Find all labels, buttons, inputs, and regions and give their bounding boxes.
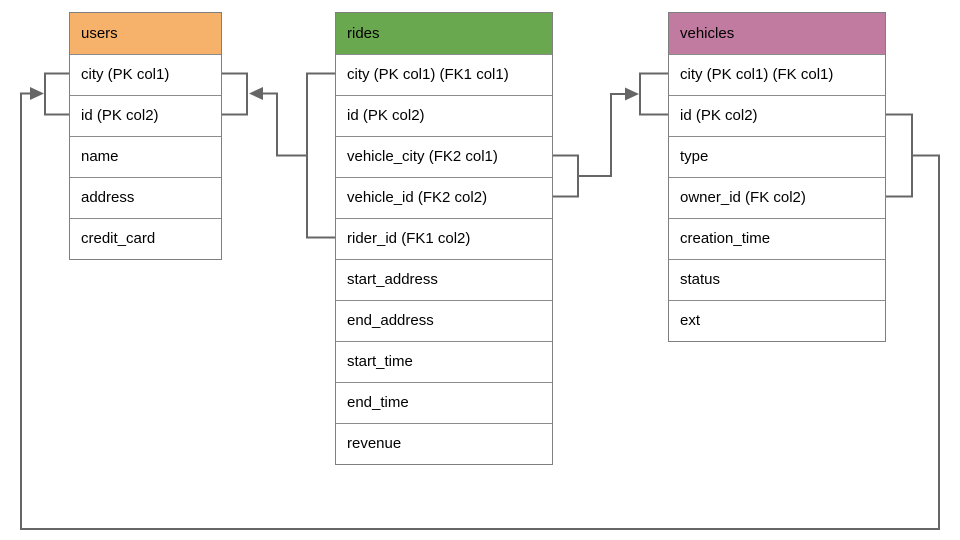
connector-vehicles-left-bracket bbox=[639, 72, 668, 116]
arrowhead-rides-to-users bbox=[249, 87, 263, 100]
table-row: revenue bbox=[336, 423, 552, 464]
connector-rides-to-vehicles-line bbox=[578, 93, 627, 177]
connector-rides-to-users-line bbox=[262, 92, 307, 157]
table-rides-header: rides bbox=[336, 13, 552, 54]
table-row: owner_id (FK col2) bbox=[669, 177, 885, 218]
table-row: start_time bbox=[336, 341, 552, 382]
connector-users-left-bracket bbox=[44, 72, 69, 116]
table-row: start_address bbox=[336, 259, 552, 300]
table-row: city (PK col1) (FK col1) bbox=[669, 54, 885, 95]
table-row: id (PK col2) bbox=[70, 95, 221, 136]
table-rides: rides city (PK col1) (FK1 col1) id (PK c… bbox=[335, 12, 553, 465]
table-row: creation_time bbox=[669, 218, 885, 259]
arrowhead-vehicles-to-users bbox=[30, 87, 44, 100]
table-users: users city (PK col1) id (PK col2) name a… bbox=[69, 12, 222, 260]
table-row: city (PK col1) (FK1 col1) bbox=[336, 54, 552, 95]
table-vehicles: vehicles city (PK col1) (FK col1) id (PK… bbox=[668, 12, 886, 342]
table-users-header: users bbox=[70, 13, 221, 54]
table-row: status bbox=[669, 259, 885, 300]
table-vehicles-header: vehicles bbox=[669, 13, 885, 54]
connector-vehicles-right-bracket bbox=[886, 113, 913, 198]
table-row: id (PK col2) bbox=[336, 95, 552, 136]
connector-rides-left-bracket bbox=[306, 72, 335, 239]
table-row: id (PK col2) bbox=[669, 95, 885, 136]
connector-users-right-bracket bbox=[222, 72, 248, 116]
table-row: vehicle_city (FK2 col1) bbox=[336, 136, 552, 177]
table-row: address bbox=[70, 177, 221, 218]
table-row: credit_card bbox=[70, 218, 221, 259]
table-row: name bbox=[70, 136, 221, 177]
table-row: end_time bbox=[336, 382, 552, 423]
table-row: type bbox=[669, 136, 885, 177]
table-row: ext bbox=[669, 300, 885, 341]
connector-rides-right-bracket bbox=[553, 154, 579, 198]
table-row: end_address bbox=[336, 300, 552, 341]
arrowhead-rides-to-vehicles bbox=[625, 87, 639, 101]
table-row: vehicle_id (FK2 col2) bbox=[336, 177, 552, 218]
table-row: city (PK col1) bbox=[70, 54, 221, 95]
table-row: rider_id (FK1 col2) bbox=[336, 218, 552, 259]
